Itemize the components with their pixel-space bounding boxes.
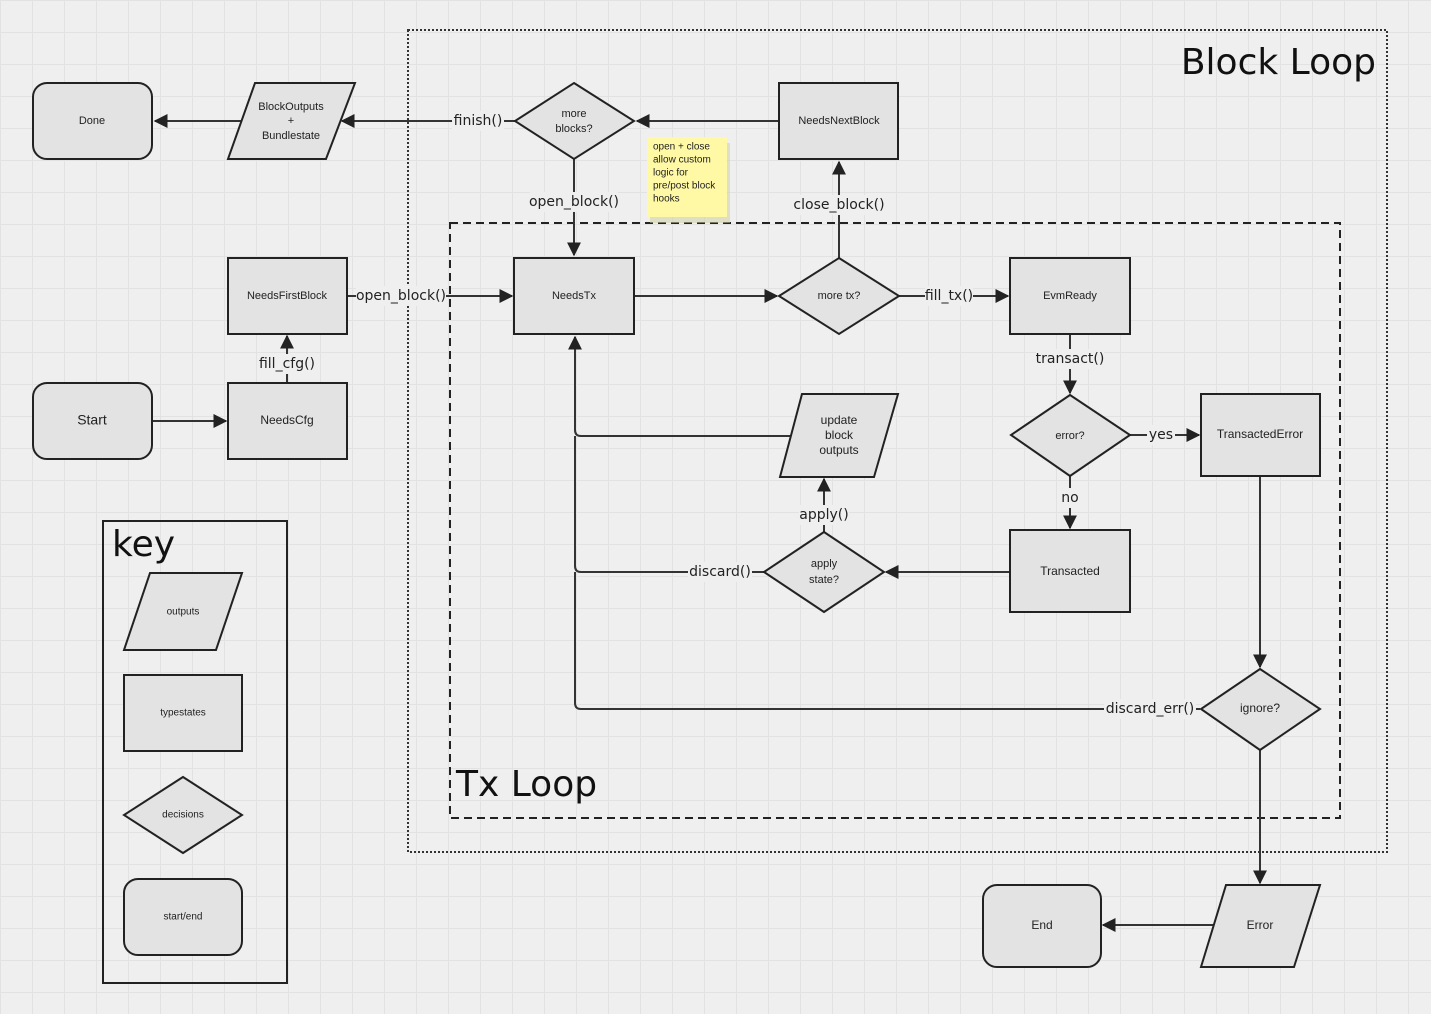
needs-cfg-state[interactable] <box>227 382 348 460</box>
tx-loop-frame <box>449 222 1341 819</box>
block-outputs-label-3: Bundlestate <box>262 130 320 142</box>
start-label: Start <box>77 412 107 428</box>
update-label-1: update <box>821 413 858 427</box>
sticky-note-line-4: pre/post block <box>653 181 716 192</box>
more-tx-label: more tx? <box>818 290 861 302</box>
transacted-error-state[interactable] <box>1200 393 1321 477</box>
key-outputs-shape <box>122 572 244 651</box>
ignore-decision-label: ignore? <box>1240 701 1280 715</box>
apply-state-label-2: state? <box>809 574 839 586</box>
edge-label-open-block-top: open_block() <box>529 194 619 210</box>
sticky-note-line-3: logic for <box>653 168 689 179</box>
start-terminal[interactable] <box>32 382 153 460</box>
apply-state-decision[interactable] <box>762 530 886 614</box>
block-loop-label: Block Loop <box>1181 42 1376 83</box>
edge-label-yes: yes <box>1149 427 1173 443</box>
done-terminal[interactable] <box>32 82 153 160</box>
transacted-state[interactable] <box>1009 529 1131 613</box>
update-label-3: outputs <box>819 443 858 457</box>
key-typestates-shape <box>123 674 243 752</box>
block-outputs-label-1: BlockOutputs <box>258 101 324 113</box>
ignore-decision[interactable] <box>1199 667 1322 752</box>
edge-label-close-block: close_block() <box>793 197 884 213</box>
end-label: End <box>1031 918 1052 932</box>
needs-next-block-state[interactable] <box>778 82 899 160</box>
key-start-end-shape <box>123 878 243 956</box>
edge-label-open-block-left: open_block() <box>356 288 446 304</box>
transacted-label: Transacted <box>1040 564 1100 578</box>
error-decision-label: error? <box>1055 430 1084 442</box>
evm-ready-state[interactable] <box>1009 257 1131 335</box>
needs-first-block-state[interactable] <box>227 257 348 335</box>
edge-label-fill-tx: fill_tx() <box>925 288 973 304</box>
key-decisions-label: decisions <box>162 810 204 821</box>
edge-label-fill-cfg: fill_cfg() <box>259 356 315 372</box>
more-blocks-decision[interactable] <box>513 81 636 161</box>
sticky-note[interactable]: open + close allow custom logic for pre/… <box>647 137 730 223</box>
edge-label-finish: finish() <box>454 113 503 129</box>
done-label: Done <box>79 115 105 127</box>
edge-label-discard-err: discard_err() <box>1106 701 1195 717</box>
update-label-2: block <box>825 428 854 442</box>
key-outputs-label: outputs <box>167 607 200 618</box>
key-title: key <box>112 524 175 565</box>
sticky-note-line-5: hooks <box>653 194 680 205</box>
error-output[interactable] <box>1199 884 1322 968</box>
more-tx-decision[interactable] <box>777 256 901 336</box>
needs-first-block-label: NeedsFirstBlock <box>247 290 328 302</box>
tx-loop-label: Tx Loop <box>455 764 597 805</box>
edge-label-apply: apply() <box>799 507 848 523</box>
needs-tx-state[interactable] <box>513 257 635 335</box>
apply-state-label-1: apply <box>811 558 838 570</box>
edge-update-to-needstx <box>568 335 792 437</box>
sticky-note-line-1: open + close <box>653 142 710 153</box>
needs-tx-label: NeedsTx <box>552 290 597 302</box>
edge-label-no: no <box>1061 490 1078 506</box>
edge-label-transact: transact() <box>1036 351 1105 367</box>
transacted-error-label: TransactedError <box>1217 427 1303 441</box>
evm-ready-label: EvmReady <box>1043 290 1097 302</box>
block-outputs-label-2: + <box>288 115 294 127</box>
edge-label-discard: discard() <box>689 564 751 580</box>
key-typestates-label: typestates <box>160 708 206 719</box>
error-output-label: Error <box>1247 918 1274 932</box>
end-terminal[interactable] <box>982 884 1102 968</box>
key-decisions-shape <box>122 775 244 855</box>
error-decision[interactable] <box>1009 393 1132 478</box>
block-outputs-output[interactable] <box>226 82 357 160</box>
edge-discard-err <box>574 572 1200 710</box>
more-blocks-label-2: blocks? <box>555 123 592 135</box>
edge-discard <box>574 436 764 573</box>
needs-next-block-label: NeedsNextBlock <box>798 115 880 127</box>
needs-cfg-label: NeedsCfg <box>260 413 313 427</box>
block-loop-frame <box>407 29 1388 853</box>
key-panel <box>102 520 288 984</box>
sticky-note-line-2: allow custom <box>653 155 711 166</box>
more-blocks-label-1: more <box>561 108 586 120</box>
update-block-outputs-output[interactable] <box>778 393 900 478</box>
key-start-end-label: start/end <box>164 912 203 923</box>
